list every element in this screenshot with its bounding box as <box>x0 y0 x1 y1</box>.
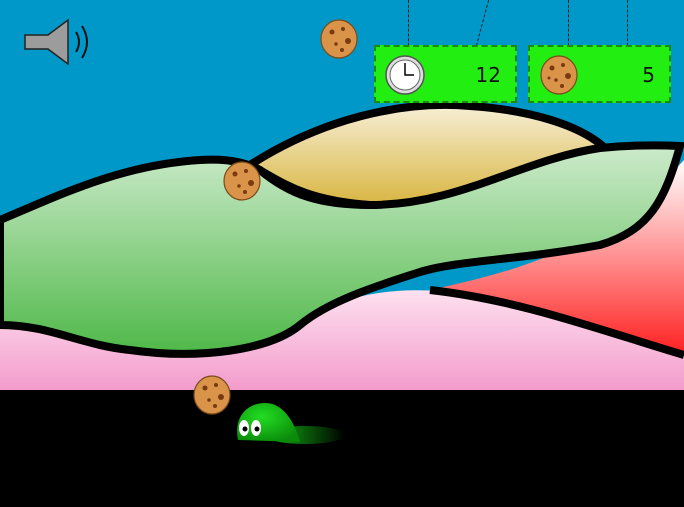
player-blob <box>237 402 300 442</box>
sound-toggle-button[interactable] <box>22 18 90 68</box>
cookie-icon <box>223 161 261 201</box>
cookie-icon <box>320 19 358 59</box>
cookie-count-panel: 5 <box>528 45 671 103</box>
cookie-icon <box>540 55 578 95</box>
clock-icon <box>385 55 425 95</box>
timer-value: 12 <box>475 63 501 87</box>
speaker-icon <box>24 18 88 66</box>
hud-string <box>568 0 571 46</box>
hud-string <box>627 0 630 46</box>
timer-panel: 12 <box>374 45 517 103</box>
cookie-icon <box>193 375 231 415</box>
hud-string <box>408 0 411 46</box>
cookie-count-value: 5 <box>642 63 655 87</box>
